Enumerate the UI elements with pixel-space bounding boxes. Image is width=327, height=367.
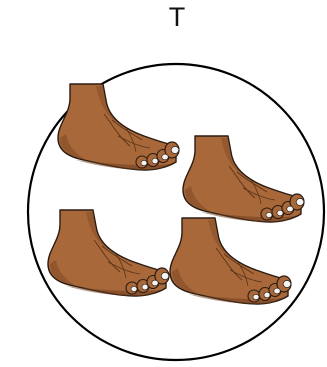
foot-icon	[170, 218, 291, 304]
foot-icon	[48, 210, 169, 296]
foot-icon	[58, 84, 179, 170]
foot-icon	[183, 136, 304, 222]
